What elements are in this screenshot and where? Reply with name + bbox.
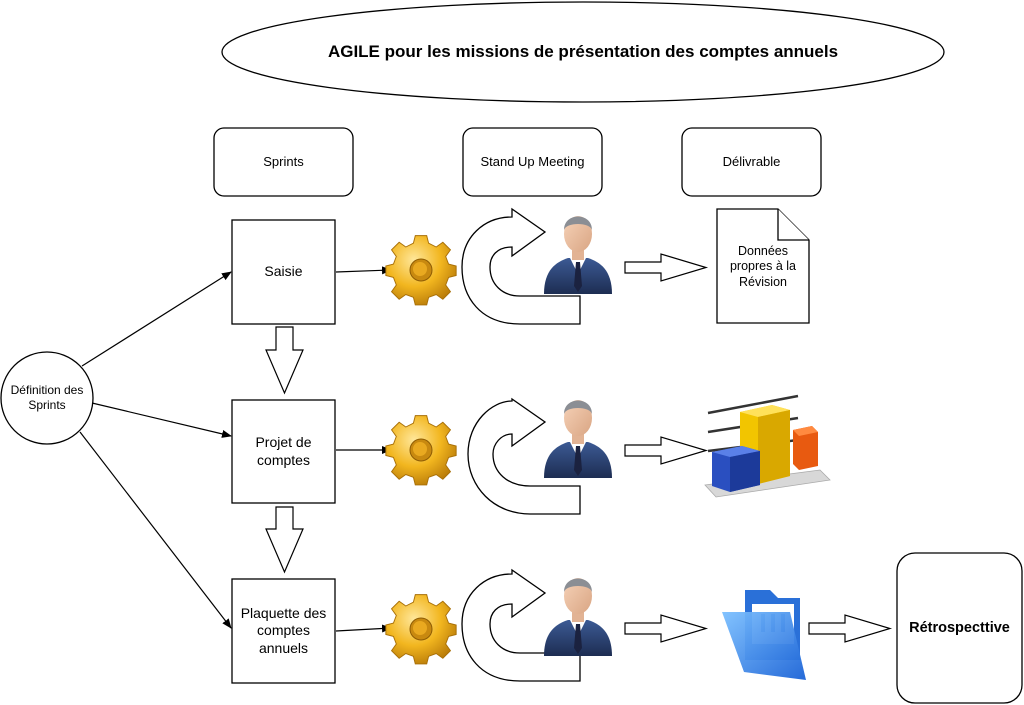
deliverable-doc-line2: propres à la [729, 259, 796, 274]
businessman-icon [544, 578, 612, 656]
down-arrow-2 [265, 506, 304, 574]
page-title: AGILE pour les missions de présentation … [327, 42, 839, 62]
businessman-icon [544, 216, 612, 294]
businessman-icon [544, 400, 612, 478]
step-box-projet [231, 399, 336, 504]
header-delivrable-box [681, 127, 822, 197]
gear-icon [385, 415, 457, 486]
deliverable-doc-label: Données propres à la Révision [717, 232, 809, 302]
start-node-line1: Définition des [10, 383, 84, 397]
step-plaquette-line2: comptes [257, 622, 310, 639]
gear-icon [385, 594, 457, 665]
step-saisie-label: Saisie [264, 263, 303, 280]
step-projet-label: Projet de comptes [232, 400, 335, 503]
deliverable-doc-line1: Données [737, 243, 789, 258]
start-node-line2: Sprints [28, 398, 66, 412]
arrow-saisie-to-gear [335, 266, 392, 275]
header-delivrable: Délivrable [722, 153, 781, 169]
step-plaquette-label: Plaquette des comptes annuels [232, 579, 335, 683]
start-node-label: Définition des Sprints [1, 352, 93, 444]
deliverable-doc-line3: Révision [739, 274, 787, 289]
right-arrow-2 [624, 436, 709, 465]
header-sprints-box [213, 127, 354, 197]
bar-chart-icon [704, 394, 831, 498]
title-ellipse [221, 1, 945, 103]
header-standup-box [462, 127, 603, 197]
cycle-arrow-icon [467, 397, 581, 515]
retrospective-label: Rétrospecttive [909, 619, 1010, 636]
step-box-plaquette [231, 578, 336, 684]
step-plaquette-line3: annuels [258, 639, 309, 656]
right-arrow-4 [808, 614, 893, 643]
arrow-start-to-saisie [81, 271, 232, 367]
down-arrow-1 [265, 326, 304, 395]
arrow-start-to-projet [91, 402, 232, 438]
document-fold [777, 209, 809, 241]
right-arrow-3 [624, 614, 709, 643]
folder-icon [722, 590, 806, 680]
arrow-plaquette-to-gear [335, 624, 392, 633]
step-projet-line2: comptes [257, 451, 310, 468]
gear-icon [385, 235, 457, 306]
right-arrow-1 [624, 253, 709, 282]
cycle-arrow-icon [461, 207, 581, 325]
step-plaquette-line1: Plaquette des [240, 604, 327, 621]
retrospective-box [896, 552, 1023, 704]
header-standup: Stand Up Meeting [480, 153, 585, 169]
start-circle [0, 351, 94, 445]
arrow-start-to-plaquette [79, 431, 232, 629]
step-projet-line1: Projet de [255, 434, 312, 450]
step-box-saisie [231, 219, 336, 325]
header-sprints: Sprints [263, 153, 304, 169]
